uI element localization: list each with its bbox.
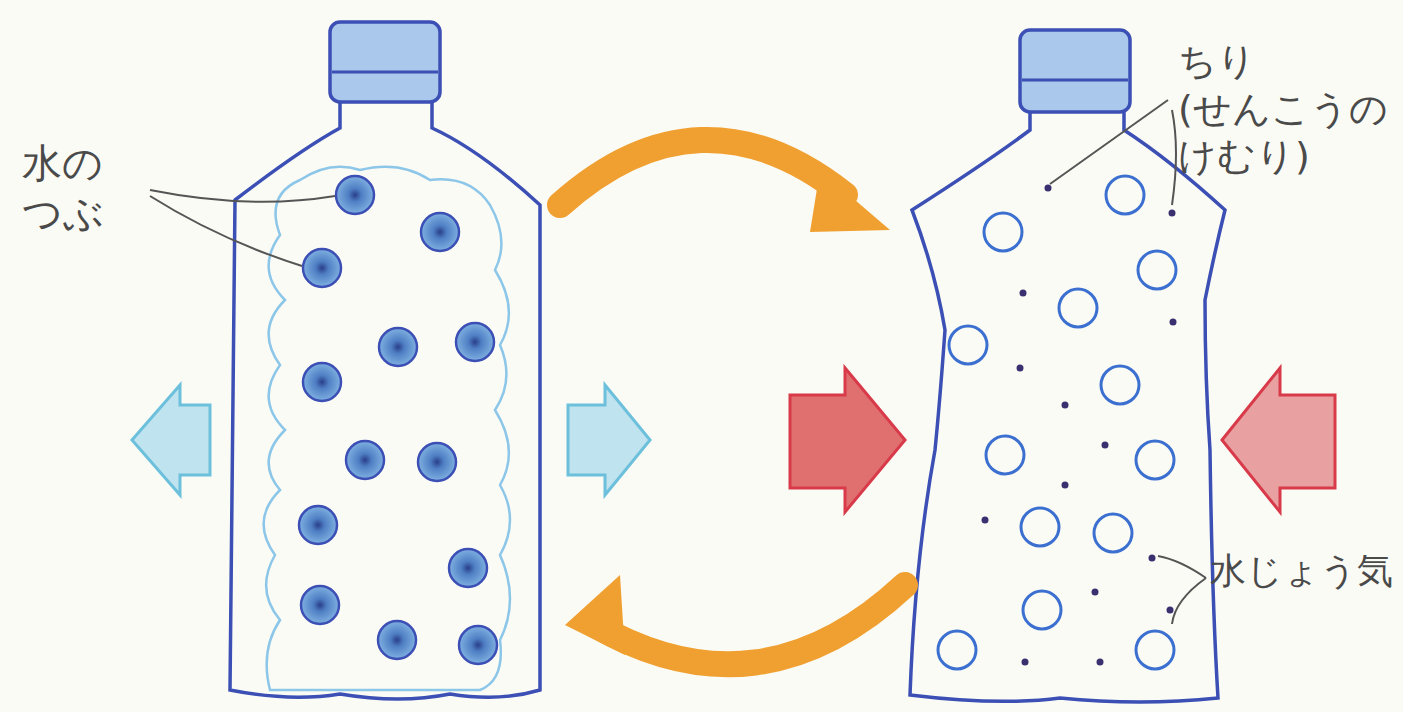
dust-label: ちり (せんこうの けむり) bbox=[1178, 38, 1393, 181]
pull-arrow bbox=[568, 385, 650, 495]
water-drop bbox=[299, 506, 337, 544]
dust-dot bbox=[1020, 290, 1027, 297]
dust-dot bbox=[1092, 589, 1099, 596]
arrow-head bbox=[565, 575, 625, 655]
dust-dot bbox=[1097, 659, 1104, 666]
water-drop bbox=[379, 328, 417, 366]
pull-arrow bbox=[132, 385, 210, 495]
water-drop bbox=[336, 176, 374, 214]
vapor-label: 水じょう気 bbox=[1210, 548, 1398, 593]
water-drop bbox=[303, 363, 341, 401]
dust-dot bbox=[1169, 210, 1176, 217]
dust-dot bbox=[1167, 607, 1174, 614]
water-drop bbox=[303, 249, 341, 287]
dust-dot bbox=[1045, 185, 1052, 192]
water-drop bbox=[346, 441, 384, 479]
vapor-particle bbox=[1059, 289, 1097, 327]
dust-dot bbox=[1022, 659, 1029, 666]
vapor-particle bbox=[1021, 508, 1059, 546]
vapor-particle bbox=[1023, 591, 1061, 629]
arrow-head bbox=[810, 170, 890, 232]
vapor-particle bbox=[949, 326, 987, 364]
water-drop bbox=[459, 626, 497, 664]
water-drop bbox=[418, 443, 456, 481]
vapor-particle bbox=[1138, 251, 1176, 289]
right-bottle bbox=[910, 30, 1225, 702]
left-bottle bbox=[230, 22, 540, 699]
water-drop bbox=[301, 586, 339, 624]
push-arrow bbox=[790, 368, 905, 512]
dust-dot bbox=[1102, 442, 1109, 449]
dust-dot bbox=[1149, 555, 1156, 562]
leader-lines bbox=[150, 100, 1206, 624]
vapor-particle bbox=[1094, 514, 1132, 552]
dust-dot bbox=[982, 517, 989, 524]
vapor-particle bbox=[986, 436, 1024, 474]
vapor-particle bbox=[1106, 176, 1144, 214]
water-drop bbox=[378, 621, 416, 659]
vapor-particle bbox=[1136, 631, 1174, 669]
cycle-arrows bbox=[560, 140, 905, 664]
dust-dot bbox=[1017, 365, 1024, 372]
vapor-particle bbox=[938, 631, 976, 669]
water-drop bbox=[449, 549, 487, 587]
vapor-particle bbox=[1101, 366, 1139, 404]
water-drop bbox=[421, 213, 459, 251]
dust-dot bbox=[1062, 402, 1069, 409]
vapor-particle bbox=[984, 213, 1022, 251]
drop-label: 水の つぶ bbox=[22, 138, 142, 238]
vapor-particle bbox=[1136, 441, 1174, 479]
push-arrow bbox=[1222, 368, 1335, 512]
dust-dot bbox=[1062, 482, 1069, 489]
water-drop bbox=[456, 323, 494, 361]
dust-dot bbox=[1170, 319, 1177, 326]
